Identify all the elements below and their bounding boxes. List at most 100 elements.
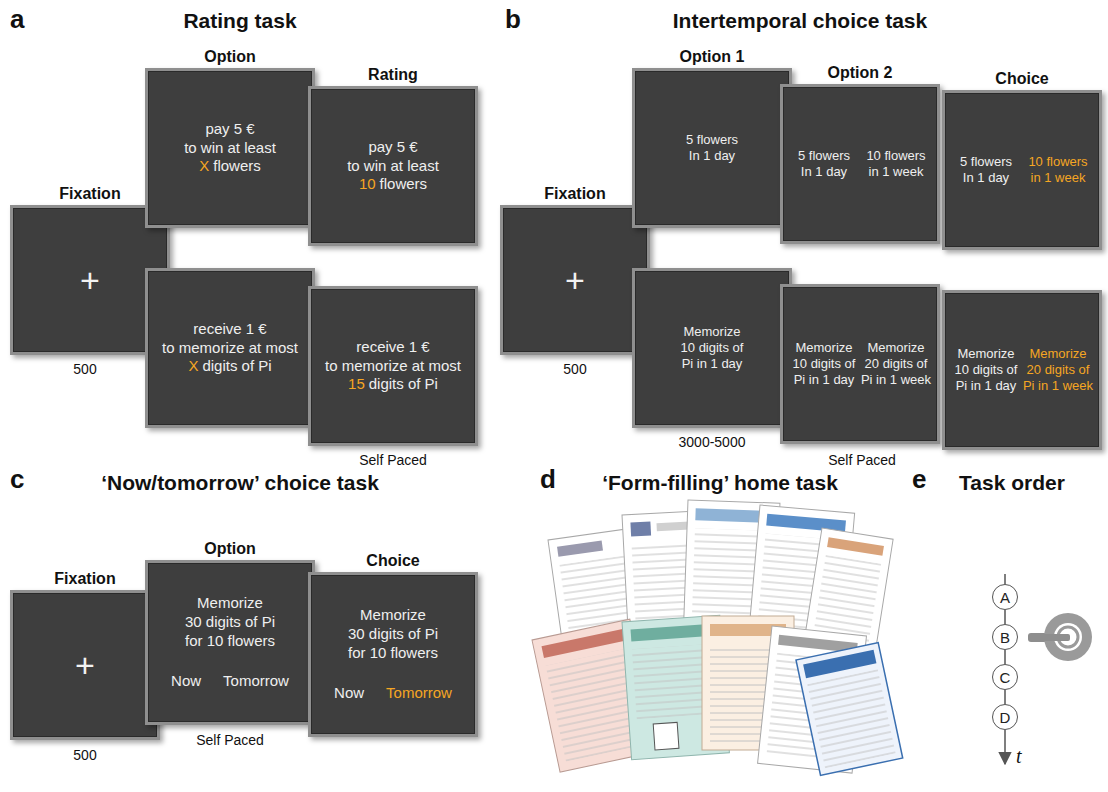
- timing-label: 3000-5000: [679, 434, 746, 451]
- screen-heading: Option: [204, 539, 256, 558]
- step-letter: D: [1000, 709, 1011, 726]
- order-link: [1004, 650, 1006, 664]
- panel-letter: d: [540, 464, 556, 495]
- screen-text: X: [199, 157, 209, 176]
- panel-title: ‘Now/tomorrow’ choice task: [101, 470, 379, 495]
- screen-line: 5 flowers In 1 day: [641, 132, 783, 165]
- task-step-circle: A: [992, 584, 1018, 610]
- task-screen: Memorize 10 digits of Pi in 1 dayMemoriz…: [942, 290, 1102, 450]
- panel-letter: a: [10, 4, 24, 35]
- screen-text: to win at least: [347, 157, 439, 176]
- screen-line: pay 5 €: [154, 120, 306, 139]
- form-page: [796, 643, 903, 776]
- screen-line: 5 flowers In 1 day 10 flowers in 1 week: [787, 148, 933, 181]
- timing-label: Self Paced: [828, 452, 896, 469]
- task-screen: receive 1 €to memorize at most15digits o…: [308, 286, 478, 446]
- screen-text: to win at least: [184, 139, 276, 158]
- task-screen: ChoiceMemorize30 digits of Pi for 10 flo…: [308, 572, 478, 737]
- scanner-bed: [1028, 633, 1072, 642]
- screen-line: Memorize 10 digits of Pi in 1 dayMemoriz…: [949, 346, 1095, 395]
- screen-heading: Option: [204, 47, 256, 66]
- screen-line: to win at least: [154, 139, 306, 158]
- screen-text: flowers: [380, 175, 428, 194]
- form-lines: [807, 669, 895, 768]
- screen-line: Memorize 10 digits of Pi in 1 dayMemoriz…: [787, 340, 933, 389]
- screen-text: Memorize: [197, 594, 263, 613]
- screen-line: to memorize at most: [317, 357, 469, 376]
- screen-text: 10 flowers in 1 week: [865, 148, 927, 181]
- panel-letter: b: [505, 4, 521, 35]
- step-letter: A: [1000, 589, 1010, 606]
- screen-text: 15: [348, 375, 365, 394]
- time-arrow: [1004, 730, 1006, 764]
- screen-text: 5 flowers In 1 day: [793, 148, 855, 181]
- mri-scanner-icon: [1028, 613, 1092, 661]
- screen-text: Memorize: [360, 606, 426, 625]
- screen-text: to memorize at most: [162, 339, 298, 358]
- screen-line: Now Tomorrow: [317, 684, 469, 703]
- screen-heading: Fixation: [544, 184, 605, 203]
- screen-heading: Option 2: [828, 63, 893, 82]
- step-letter: B: [1000, 629, 1010, 646]
- form-header: [557, 541, 603, 557]
- panel-letter: c: [10, 464, 24, 495]
- screen-line: 10flowers: [317, 175, 469, 194]
- fixation-cross: +: [80, 263, 100, 297]
- form-box: [653, 722, 679, 750]
- task-screen: Option 15 flowers In 1 day: [632, 68, 792, 228]
- screen-text: pay 5 €: [368, 138, 417, 157]
- task-screen: Choice5 flowers In 1 day10 flowers in 1 …: [942, 90, 1102, 250]
- screen-text: receive 1 €: [193, 320, 266, 339]
- screen-heading: Fixation: [59, 184, 120, 203]
- screen-text: 30 digits of Pi for 10 flowers: [345, 625, 441, 663]
- task-screen: OptionMemorize30 digits of Pi for 10 flo…: [145, 560, 315, 725]
- task-screen: Memorize 10 digits of Pi in 1 day: [632, 268, 792, 428]
- step-letter: C: [1000, 669, 1011, 686]
- screen-text: 10: [359, 175, 376, 194]
- screen-heading: Choice: [995, 69, 1048, 88]
- screen-line: +: [19, 263, 161, 297]
- screen-heading: Rating: [368, 65, 418, 84]
- panel-letter: e: [912, 464, 926, 495]
- screen-line: 30 digits of Pi for 10 flowers: [154, 613, 306, 651]
- task-screen: Option 25 flowers In 1 day10 flowers in …: [780, 84, 940, 244]
- form-header: [827, 537, 884, 556]
- panel-title: ‘Form-filling’ home task: [602, 470, 838, 495]
- form-header: [630, 522, 651, 537]
- screen-text: Memorize 20 digits of Pi in 1 week: [860, 340, 932, 389]
- screen-line: +: [509, 263, 641, 297]
- timing-label: 500: [73, 747, 96, 764]
- screen-line: receive 1 €: [154, 320, 306, 339]
- timeline-line: [1004, 574, 1006, 584]
- screen-text: Now: [334, 684, 364, 703]
- timing-label: 500: [73, 361, 96, 378]
- screen-text: Tomorrow: [386, 684, 452, 703]
- screen-text: pay 5 €: [205, 120, 254, 139]
- screen-heading: Option 1: [680, 47, 745, 66]
- panel-title: Task order: [959, 470, 1065, 495]
- fixation-cross: +: [75, 648, 95, 682]
- screen-heading: Choice: [366, 551, 419, 570]
- task-screen: receive 1 €to memorize at mostXdigits of…: [145, 268, 315, 428]
- screen-heading: Fixation: [54, 569, 115, 588]
- task-screen: Fixation+: [10, 590, 160, 740]
- screen-line: Memorize: [154, 594, 306, 613]
- form-header: [631, 624, 714, 642]
- timing-label: 500: [563, 361, 586, 378]
- task-screen: Ratingpay 5 €to win at least10flowers: [308, 86, 478, 246]
- time-axis-label: t: [1016, 744, 1022, 768]
- screen-line: 5 flowers In 1 day10 flowers in 1 week: [949, 154, 1095, 187]
- screen-line: Memorize: [317, 606, 469, 625]
- order-link: [1004, 610, 1006, 624]
- task-screen: Optionpay 5 €to win at leastXflowers: [145, 68, 315, 228]
- timing-label: Self Paced: [359, 452, 427, 469]
- screen-text: Tomorrow: [223, 672, 289, 691]
- screen-text: 5 flowers In 1 day: [681, 132, 743, 165]
- order-link: [1004, 690, 1006, 704]
- screen-line: NowTomorrow: [154, 672, 306, 691]
- screen-text: to memorize at most: [325, 357, 461, 376]
- task-screen: Fixation+: [500, 205, 650, 355]
- panel-title: Rating task: [183, 8, 296, 33]
- screen-line: to win at least: [317, 157, 469, 176]
